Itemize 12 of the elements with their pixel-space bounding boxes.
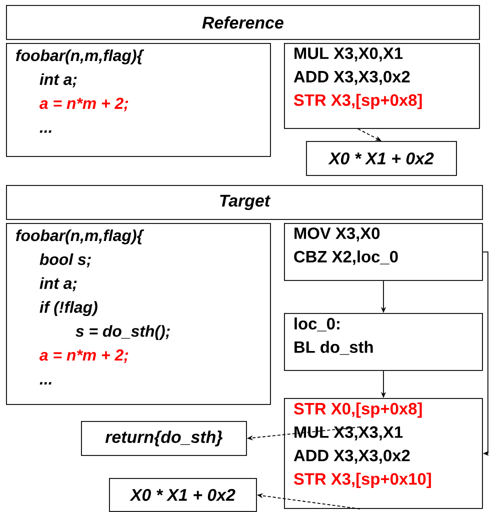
section-header: Reference [6, 5, 480, 40]
section-header: Target [6, 185, 483, 220]
expression-box: return{do_sth} [81, 421, 247, 456]
source-code-box: foobar(n,m,flag){ int a; a = n*m + 2; ... [6, 43, 271, 157]
assembly-block: MUL X3,X0,X1 ADD X3,X3,0x2 STR X3,[sp+0x8] [284, 43, 480, 129]
source-code-box: foobar(n,m,flag){ bool s; int a; if (!flag) s = do_sth(); a = n*m + 2; ... [6, 223, 271, 405]
expression-box: X0 * X1 + 0x2 [306, 141, 457, 176]
connector-arrow [482, 252, 489, 456]
expression-box: X0 * X1 + 0x2 [109, 478, 257, 512]
assembly-block: STR X0,[sp+0x8] MUL X3,X3,X1 ADD X3,X3,0x2 STR X3,[sp+0x10] [284, 398, 483, 509]
assembly-block: MOV X3,X0 CBZ X2,loc_0 [284, 223, 483, 281]
assembly-block: loc_0: BL do_sth [284, 313, 483, 371]
